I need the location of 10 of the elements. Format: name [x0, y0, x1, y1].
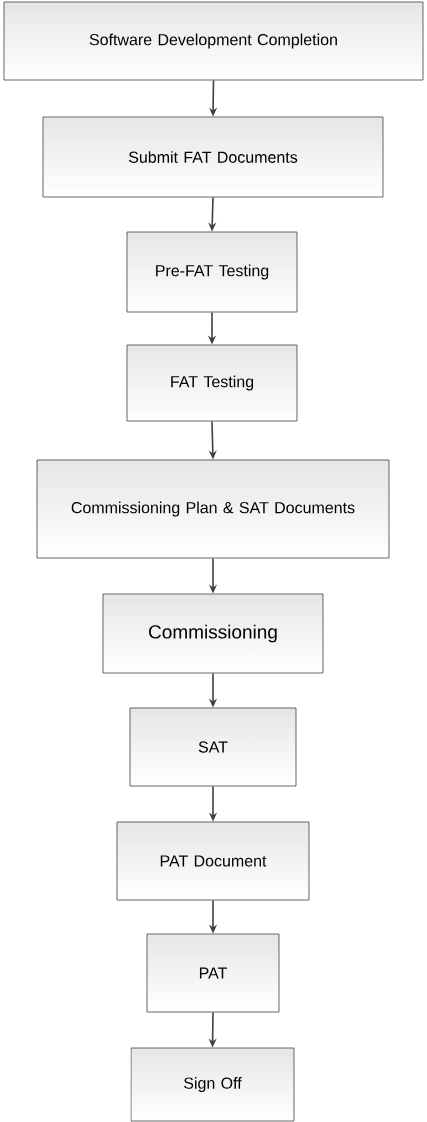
process-box: FAT Testing	[126, 344, 298, 422]
process-box: SAT	[129, 707, 297, 787]
process-box: Submit FAT Documents	[42, 116, 384, 198]
process-box: Software Development Completion	[3, 1, 424, 81]
process-box: Commissioning	[102, 593, 324, 674]
process-box: Pre-FAT Testing	[126, 231, 298, 313]
process-box: Commissioning Plan & SAT Documents	[36, 459, 390, 559]
process-box: PAT	[146, 933, 280, 1013]
process-box: Sign Off	[130, 1047, 295, 1122]
process-box: PAT Document	[116, 821, 310, 901]
